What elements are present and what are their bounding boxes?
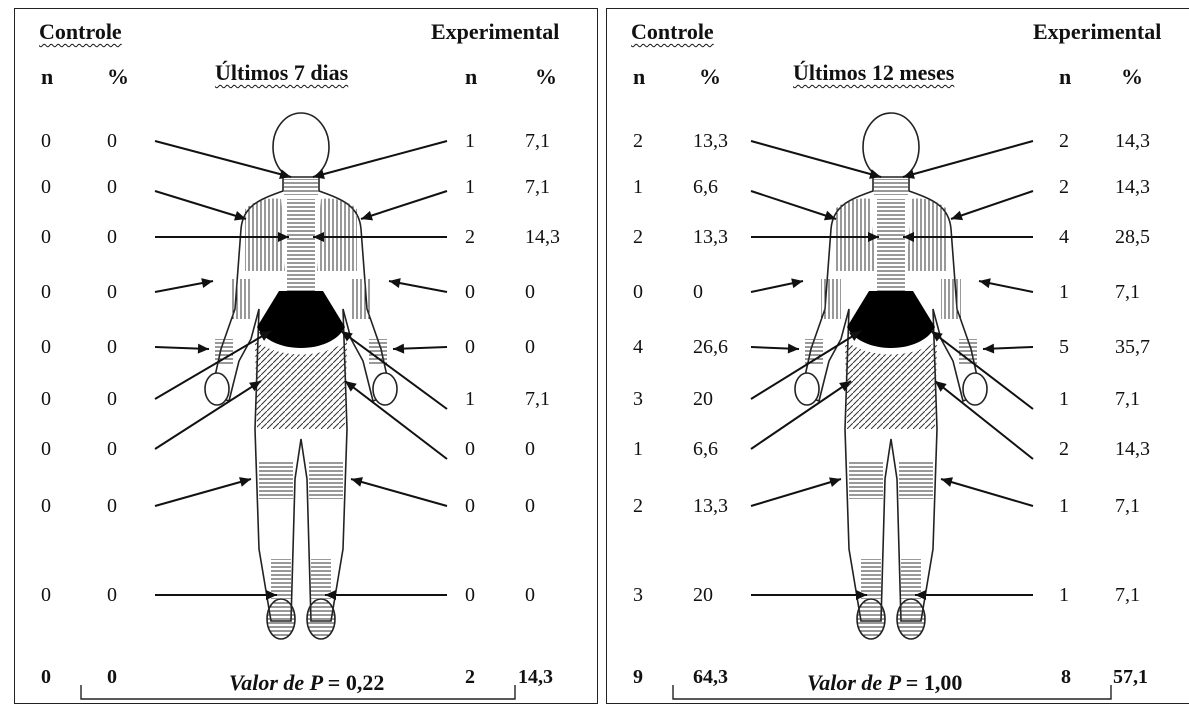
- left-hand: [205, 373, 229, 405]
- arrow-left-2: [155, 191, 246, 221]
- arrow-right-8: [941, 477, 1033, 506]
- right-foot: [307, 599, 335, 639]
- body-map-figure: [607, 9, 1189, 705]
- right-ankle-region: [311, 559, 331, 599]
- arrow-left-2: [751, 191, 836, 220]
- arrow-left-9: [155, 590, 277, 600]
- arrow-right-8: [351, 477, 447, 506]
- arrow-right-9: [915, 590, 1033, 600]
- left-foot: [857, 599, 885, 639]
- arrow-left-8: [751, 477, 841, 506]
- arrow-left-5: [155, 344, 209, 354]
- neck-region: [874, 179, 908, 195]
- left-hand: [795, 373, 819, 405]
- left-elbow-region: [231, 279, 251, 319]
- arrow-left-9: [751, 590, 867, 600]
- right-wrist-region: [369, 339, 387, 365]
- arrow-right-9: [325, 590, 447, 600]
- arrow-right-2: [361, 191, 447, 220]
- panel-last-12-months: Controle Experimental n % Últimos 12 mes…: [606, 8, 1189, 704]
- left-elbow-region: [821, 279, 841, 319]
- right-elbow-region: [941, 279, 961, 319]
- arrow-right-5: [983, 344, 1033, 354]
- arrow-right-2: [951, 191, 1033, 220]
- arrow-right-4: [979, 278, 1033, 292]
- right-hand: [373, 373, 397, 405]
- right-foot: [897, 599, 925, 639]
- panel-last-7-days: Controle Experimental n % Últimos 7 dias…: [14, 8, 598, 704]
- right-hand: [963, 373, 987, 405]
- upper-back-region: [877, 199, 905, 299]
- right-knee-region: [899, 461, 933, 499]
- arrow-left-4: [751, 278, 803, 292]
- right-knee-region: [309, 461, 343, 499]
- arrow-left-1: [155, 141, 291, 179]
- arrow-left-4: [155, 278, 213, 292]
- left-foot: [267, 599, 295, 639]
- left-knee-region: [849, 461, 883, 499]
- arrow-right-5: [393, 344, 447, 354]
- arrow-right-1: [313, 141, 447, 179]
- arrow-left-5: [751, 344, 799, 354]
- total-bracket: [673, 685, 1111, 699]
- left-ankle-region: [861, 559, 881, 599]
- right-wrist-region: [959, 339, 977, 365]
- arrow-right-1: [903, 141, 1033, 179]
- neck-region: [284, 179, 318, 195]
- upper-back-region: [287, 199, 315, 299]
- left-ankle-region: [271, 559, 291, 599]
- right-ankle-region: [901, 559, 921, 599]
- body-map-figure: [15, 9, 599, 705]
- left-knee-region: [259, 461, 293, 499]
- total-bracket: [81, 685, 515, 699]
- arrow-left-1: [751, 141, 881, 179]
- arrow-right-4: [389, 278, 447, 292]
- arrow-left-8: [155, 477, 251, 506]
- right-elbow-region: [351, 279, 371, 319]
